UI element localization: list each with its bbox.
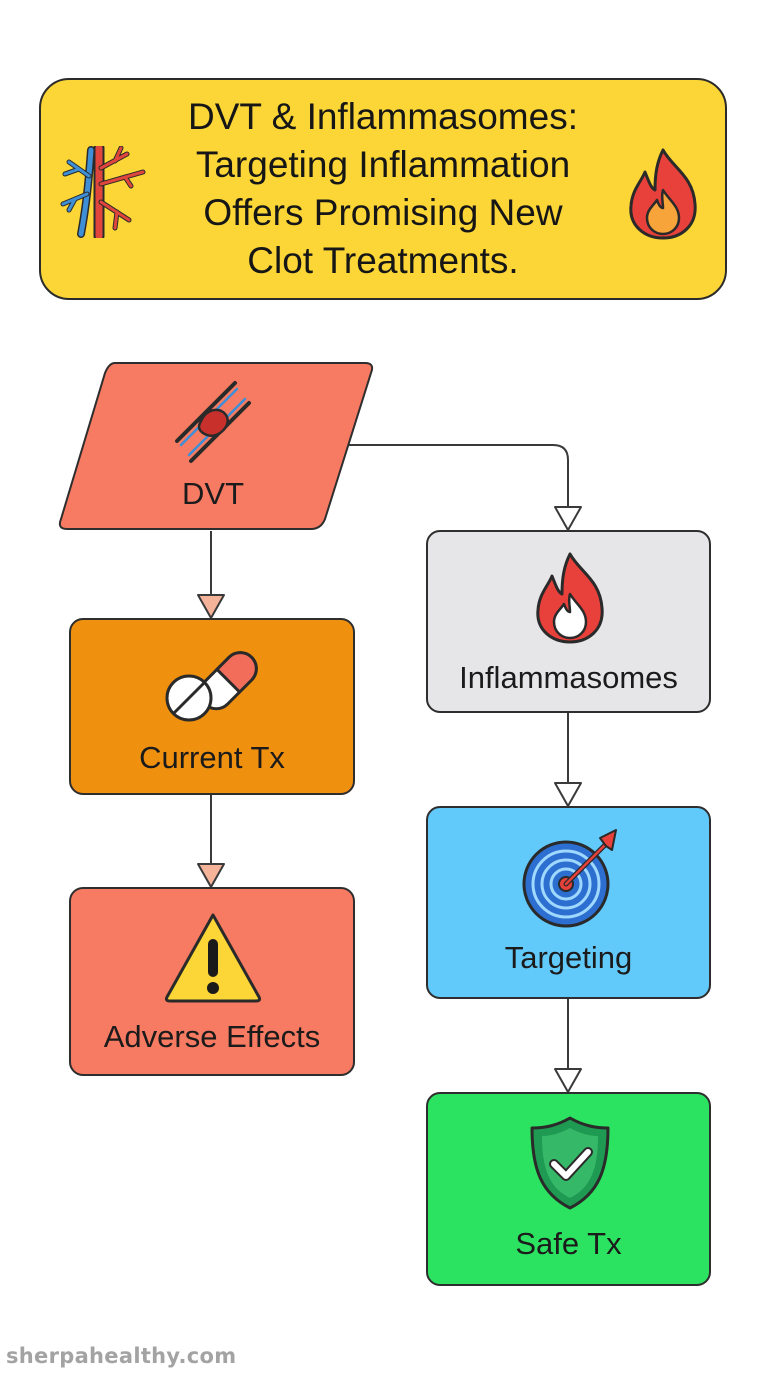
node-dvt — [58, 362, 374, 530]
target-arrow-icon — [522, 829, 617, 928]
node-targeting-label: Targeting — [504, 940, 633, 975]
node-inflammasomes: Inflammasomes — [426, 530, 711, 713]
edge-dvt-to-inflammasomes — [347, 444, 569, 512]
arrowhead — [197, 863, 225, 888]
shield-check-icon — [530, 1116, 610, 1210]
arrowhead — [197, 594, 225, 619]
node-inflammasomes-label: Inflammasomes — [459, 660, 678, 695]
title-text: DVT & Inflammasomes: Targeting Inflammat… — [141, 96, 625, 282]
arrowhead — [554, 1068, 582, 1093]
veins-icon — [60, 146, 146, 238]
node-adverse-effects: Adverse Effects — [69, 887, 355, 1076]
node-current-tx-label: Current Tx — [139, 740, 285, 775]
node-current-tx: Current Tx — [69, 618, 355, 795]
arrowhead — [554, 782, 582, 807]
node-targeting: Targeting — [426, 806, 711, 999]
title-line: Offers Promising New — [203, 192, 563, 233]
footer-brand: sherpahealthy.com — [6, 1344, 237, 1368]
title-banner: DVT & Inflammasomes: Targeting Inflammat… — [39, 78, 727, 300]
blood-clot-vessel-icon — [175, 381, 251, 463]
node-safe-tx-label: Safe Tx — [515, 1226, 622, 1261]
title-line: Clot Treatments. — [247, 240, 519, 281]
flame-icon — [629, 148, 697, 240]
flame-icon — [536, 552, 604, 644]
title-line: DVT & Inflammasomes: — [188, 96, 578, 137]
node-adverse-effects-label: Adverse Effects — [103, 1019, 321, 1054]
node-safe-tx: Safe Tx — [426, 1092, 711, 1286]
title-line: Targeting Inflammation — [195, 144, 571, 185]
node-dvt-label: DVT — [182, 476, 244, 511]
warning-triangle-icon — [164, 913, 262, 1003]
arrowhead — [554, 506, 582, 531]
pill-capsule-icon — [165, 651, 258, 722]
